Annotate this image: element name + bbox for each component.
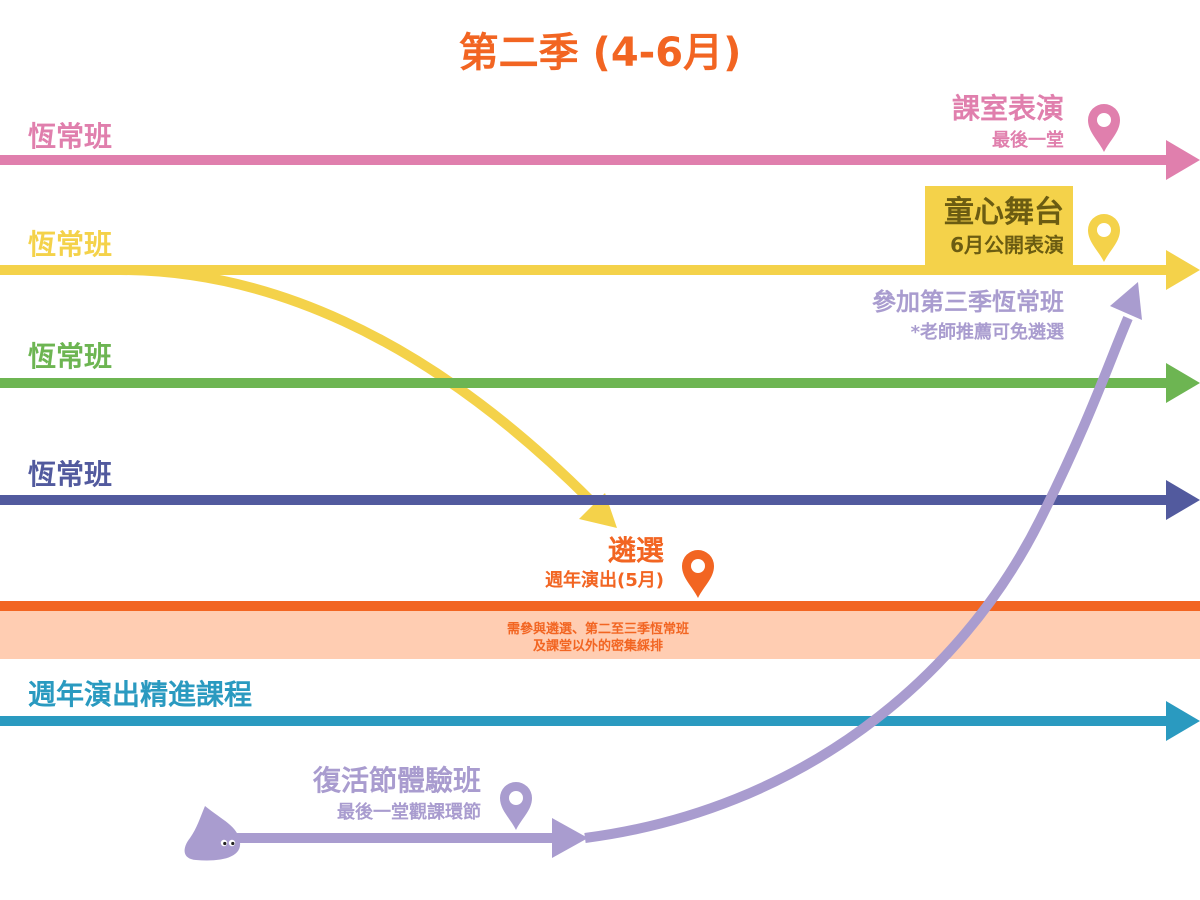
arrow-head-icon (1166, 701, 1200, 741)
easter-title: 復活節體驗班 (312, 764, 481, 797)
easter-subtitle: 最後一堂觀課環節 (337, 801, 481, 823)
lane-teal: 週年演出精進課程 (0, 678, 1200, 741)
band-note-line1: 需參與遴選、第二至三季恆常班 (507, 621, 689, 637)
event-title: 課室表演 (952, 92, 1064, 125)
event-subtitle: 6月公開表演 (950, 233, 1064, 257)
audition-arrow (0, 265, 594, 504)
arrow-head-icon (1166, 250, 1200, 290)
lane-green: 恆常班 (0, 340, 1200, 403)
lane-pink: 恆常班 課室表演 最後一堂 (0, 92, 1200, 180)
lane-navy: 恆常班 (0, 458, 1200, 520)
audition-section: 遴選 週年演出(5月) 需參與遴選、第二至三季恆常班 及課堂以外的密集綵排 (0, 534, 1200, 659)
arrow-head-icon (1110, 282, 1142, 320)
lane-label: 恆常班 (28, 340, 112, 373)
event-title: 童心舞台 (944, 195, 1064, 230)
easter-path: 復活節體驗班 最後一堂觀課環節 (184, 282, 1142, 861)
location-pin-icon (500, 782, 532, 830)
next-season-title: 參加第三季恆常班 (872, 288, 1064, 316)
arrow-head-icon (552, 818, 588, 858)
location-pin-icon (1088, 104, 1120, 152)
lane-label: 恆常班 (28, 120, 112, 153)
event-subtitle: 最後一堂 (992, 129, 1064, 151)
mascot-character-icon (184, 806, 241, 861)
arrow-head-icon (1166, 363, 1200, 403)
audition-subtitle: 週年演出(5月) (545, 569, 664, 591)
page-title: 第二季 (4-6月) (459, 30, 742, 76)
lane-label: 週年演出精進課程 (28, 678, 252, 711)
audition-title: 遴選 (608, 534, 664, 567)
intensive-band (0, 611, 1200, 659)
lane-yellow: 恆常班 童心舞台 6月公開表演 (0, 186, 1200, 528)
band-note-line2: 及課堂以外的密集綵排 (533, 638, 663, 654)
location-pin-icon (682, 550, 714, 598)
arrow-head-icon (1166, 480, 1200, 520)
kids-stage-box (925, 186, 1073, 266)
next-season-subtitle: *老師推薦可免遴選 (911, 321, 1064, 343)
arrow-head-icon (1166, 140, 1200, 180)
easter-curve-arrow (584, 316, 1133, 843)
location-pin-icon (1088, 214, 1120, 262)
lane-label: 恆常班 (28, 228, 112, 261)
lane-label: 恆常班 (28, 458, 112, 491)
